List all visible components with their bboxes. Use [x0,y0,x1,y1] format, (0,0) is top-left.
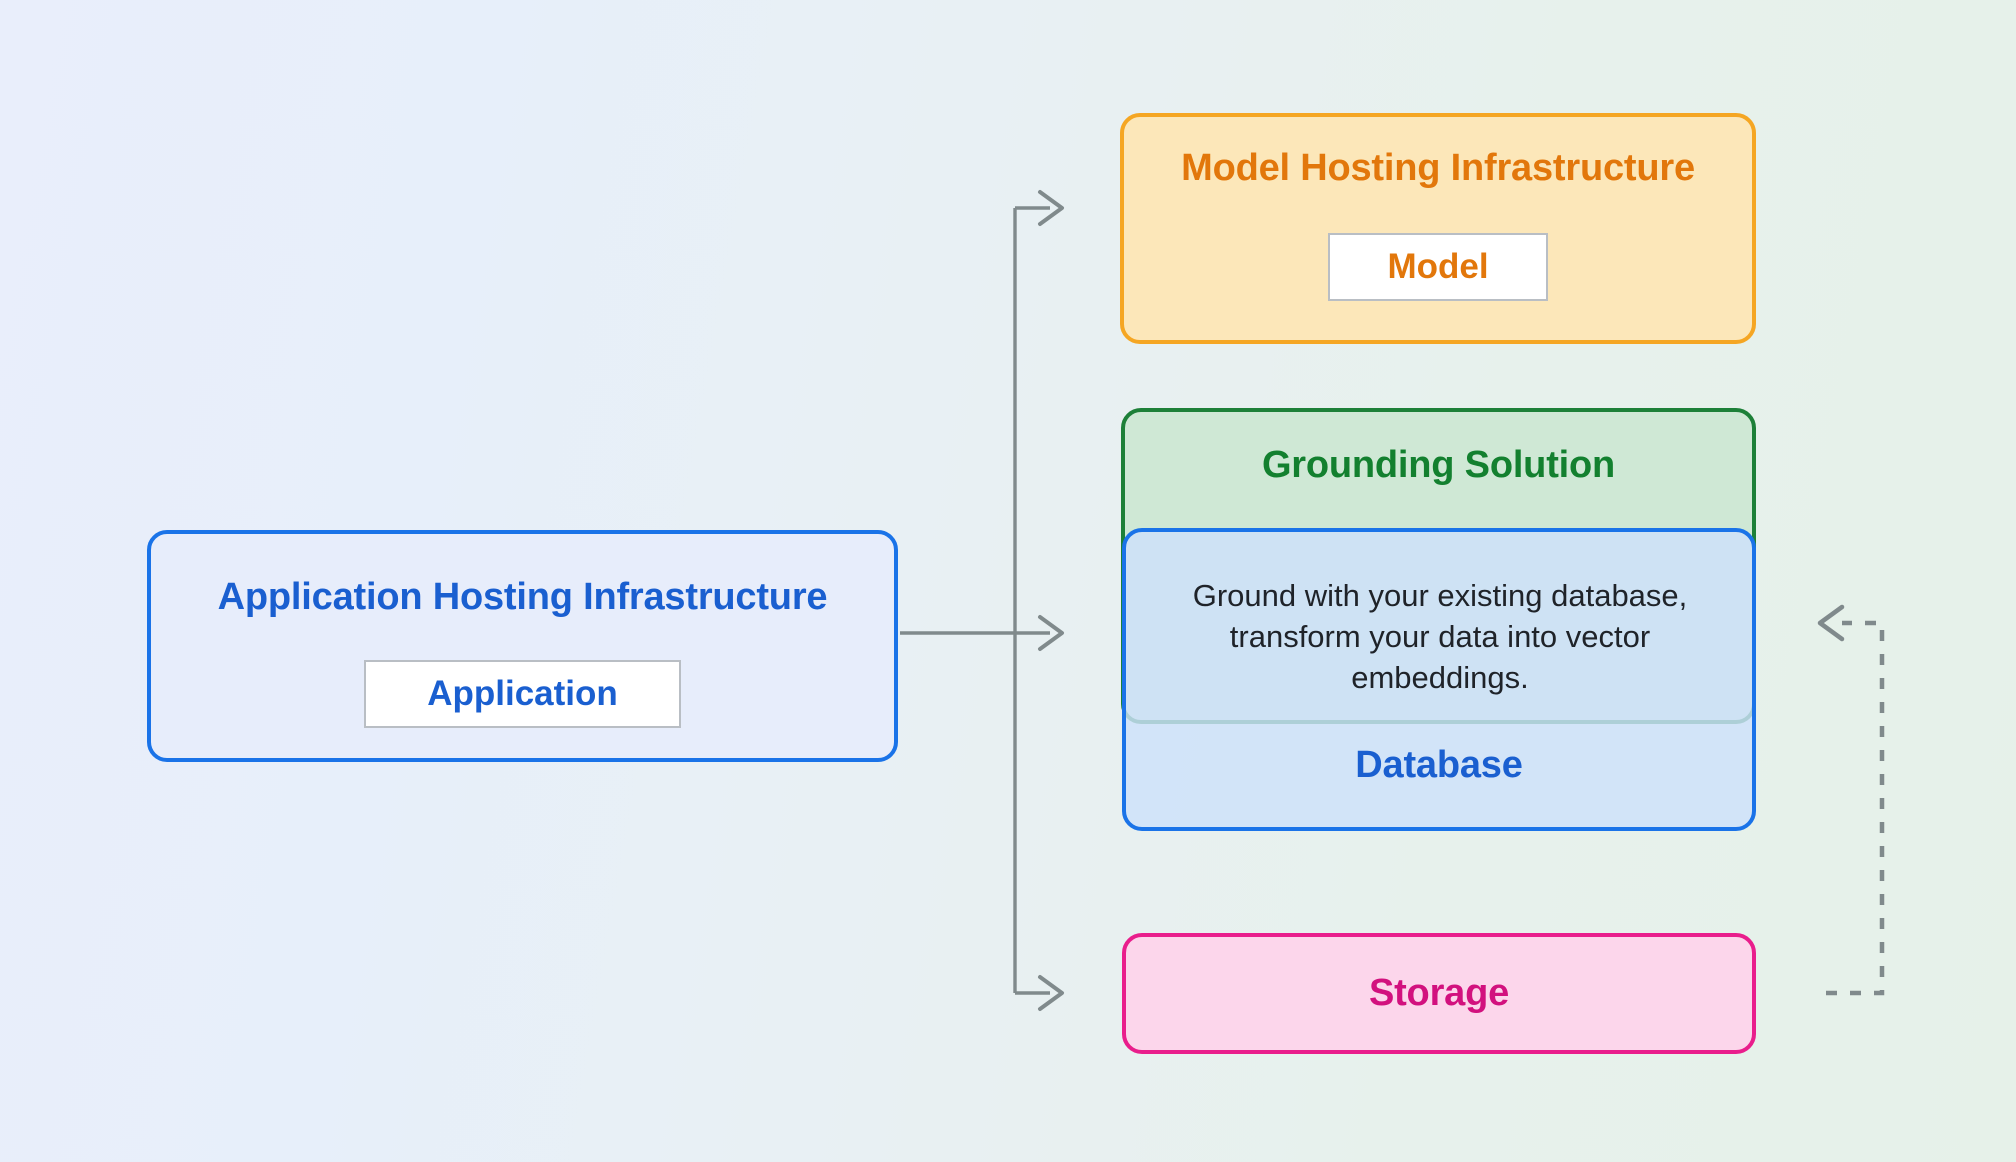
arrowhead-storage-icon [1038,975,1064,1011]
storage-box[interactable]: Storage [1122,933,1756,1054]
model-chip[interactable]: Model [1328,233,1548,301]
edge-storage-to-database-dashed [1826,620,1885,996]
model-hosting-title: Model Hosting Infrastructure [1181,147,1695,189]
grounding-description: Ground with your existing database, tran… [1192,578,1688,695]
storage-title: Storage [1368,972,1510,1014]
application-hosting-title: Application Hosting Infrastructure [217,576,828,618]
arrowhead-grounding-icon [1038,615,1064,651]
application-hosting-infrastructure-box[interactable]: Application Hosting Infrastructure [147,530,898,762]
application-chip-label: Application [427,674,618,713]
model-hosting-infrastructure-box[interactable]: Model Hosting Infrastructure [1120,113,1756,344]
model-chip-label: Model [1387,247,1489,286]
grounding-solution-title: Grounding Solution [1261,444,1616,486]
arrowhead-model-icon [1038,190,1064,226]
database-box[interactable]: Database [1122,528,1756,831]
database-title: Database [1355,744,1523,786]
application-chip[interactable]: Application [364,660,681,728]
arrowhead-database-icon [1817,604,1845,642]
